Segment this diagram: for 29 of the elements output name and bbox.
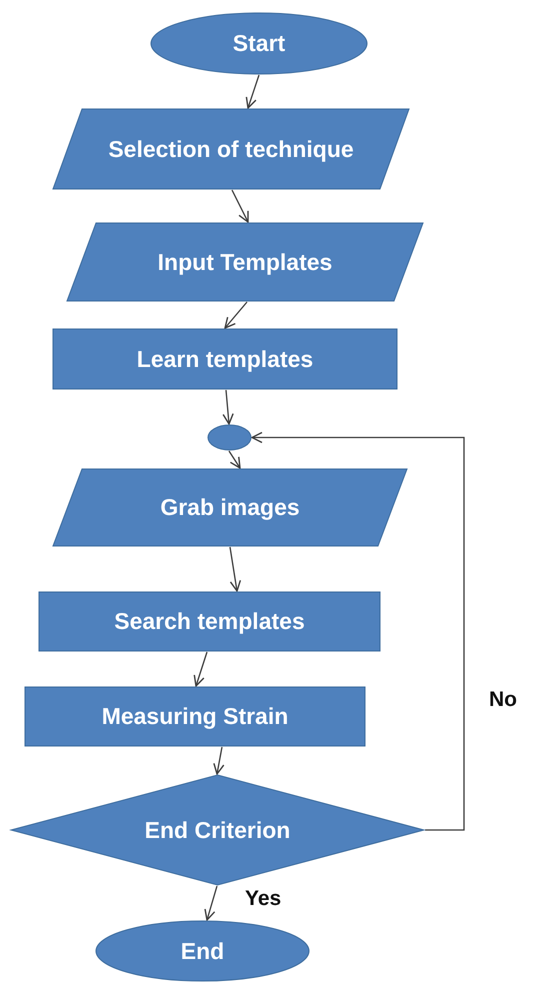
node-label: Search templates — [113, 607, 306, 636]
arrow — [222, 390, 234, 425]
arrow — [228, 450, 241, 469]
process-box — [38, 591, 381, 652]
arrow — [194, 652, 208, 687]
process-box — [52, 328, 398, 390]
terminal-ellipse — [95, 920, 310, 982]
node-label: Selection of technique — [107, 134, 355, 164]
decision-diamond — [10, 774, 425, 886]
arrow — [224, 302, 248, 329]
input-output-parallelogram — [66, 222, 424, 302]
node-label: Input Templates — [156, 248, 334, 276]
node-label: Grab images — [159, 493, 301, 522]
arrow — [231, 190, 249, 223]
node-label: End — [180, 936, 226, 966]
node-label: Learn templates — [136, 344, 314, 374]
node-label: End Criterion — [144, 816, 292, 844]
arrow — [204, 886, 218, 921]
process-box — [24, 686, 366, 747]
arrow — [246, 74, 260, 109]
node-label: Measuring Strain — [100, 702, 290, 731]
node-label: Start — [232, 29, 286, 58]
arrow — [229, 546, 242, 592]
arrow — [251, 432, 465, 831]
input-output-parallelogram — [52, 468, 408, 547]
input-output-parallelogram — [52, 108, 410, 190]
arrow — [213, 746, 224, 775]
connector-circle — [207, 424, 252, 451]
terminal-ellipse — [150, 12, 368, 75]
